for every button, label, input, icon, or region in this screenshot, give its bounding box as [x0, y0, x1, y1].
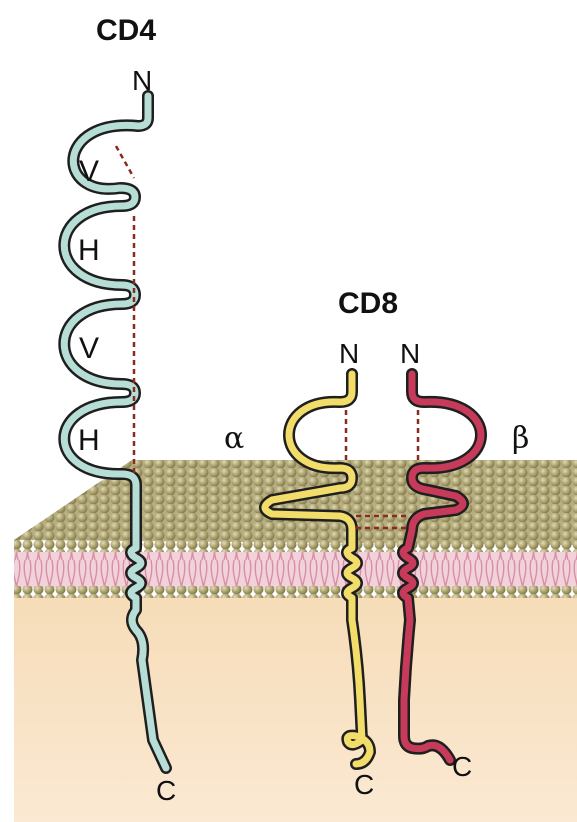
- cd4-domain-1: V: [79, 155, 99, 188]
- cd8-alpha-n-terminus: N: [339, 338, 359, 369]
- inner-head-row: [14, 586, 577, 598]
- cd4-n-terminus: N: [132, 65, 152, 96]
- cd4-c-terminus: C: [156, 775, 176, 806]
- outer-head-row: [14, 540, 577, 552]
- cd8-title: CD8: [338, 287, 398, 320]
- cd4-disulfide-v1: [116, 146, 134, 178]
- cd4-domain-2: H: [78, 234, 100, 267]
- lipid-bilayer: [14, 460, 577, 598]
- cd8-alpha-label: α: [224, 421, 244, 456]
- cd4-domain-3: V: [79, 332, 99, 365]
- cytoplasm: [14, 596, 577, 822]
- cd4-domain-4: H: [78, 424, 100, 457]
- cd4-title: CD4: [96, 14, 156, 47]
- cd8-beta-label: β: [512, 421, 529, 456]
- cd8-alpha-c-terminus: C: [354, 769, 374, 800]
- cd8-beta-n-terminus: N: [400, 338, 420, 369]
- cd8-beta-c-terminus: C: [452, 751, 472, 782]
